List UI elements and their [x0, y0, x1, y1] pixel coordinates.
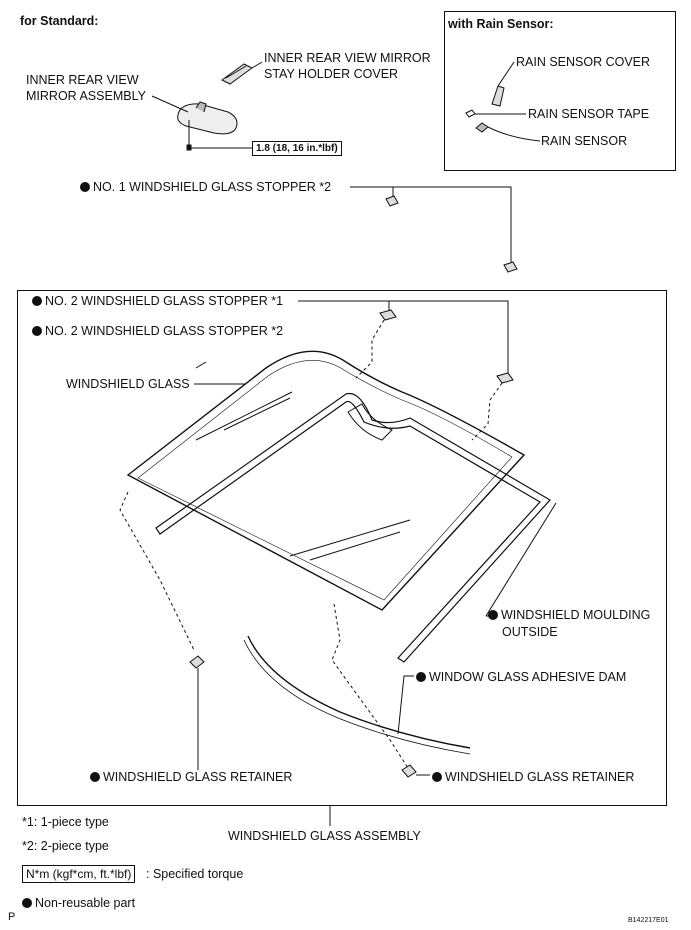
torque-value-box: 1.8 (18, 16 in.*lbf): [252, 141, 342, 156]
moulding-label-1: WINDSHIELD MOULDING: [488, 608, 650, 623]
assembly-box: [17, 290, 667, 806]
stopper-no2-b-text: NO. 2 WINDSHIELD GLASS STOPPER *2: [45, 324, 284, 338]
non-reusable-dot-icon: [416, 672, 426, 682]
non-reusable-dot-icon: [80, 182, 90, 192]
mirror-assembly-part: [151, 95, 252, 151]
windshield-moulding-part: [155, 392, 557, 663]
rain-sensor-parts: [465, 61, 541, 142]
non-reusable-dot-icon: [32, 296, 42, 306]
mirror-stay-cover-part: [221, 61, 263, 85]
stopper-no2-b-label: NO. 2 WINDSHIELD GLASS STOPPER *2: [32, 324, 283, 339]
legend-nonreusable: Non-reusable part: [22, 896, 135, 911]
retainer-right-part: [331, 603, 430, 778]
stopper-no2-a-label: NO. 2 WINDSHIELD GLASS STOPPER *1: [32, 294, 283, 309]
moulding-label-2: OUTSIDE: [502, 625, 558, 639]
stopper-no1-label: NO. 1 WINDSHIELD GLASS STOPPER *2: [80, 180, 331, 195]
stopper-no2-a-text: NO. 2 WINDSHIELD GLASS STOPPER *1: [45, 294, 284, 308]
adhesive-dam-part: [243, 635, 471, 755]
retainer-right-label: WINDSHIELD GLASS RETAINER: [432, 770, 634, 785]
windshield-glass-label: WINDSHIELD GLASS: [66, 377, 190, 391]
stopper-no2-parts: [298, 300, 514, 441]
figure-id: B142217E01: [628, 917, 669, 924]
non-reusable-dot-icon: [90, 772, 100, 782]
stopper-no1-leader: [350, 186, 518, 273]
non-reusable-dot-icon: [432, 772, 442, 782]
legend-note-1: *1: 1-piece type: [22, 815, 109, 829]
retainer-left-label: WINDSHIELD GLASS RETAINER: [90, 770, 292, 785]
legend-torque-desc: : Specified torque: [146, 867, 244, 881]
rain-sensor-tape-label: RAIN SENSOR TAPE: [528, 107, 650, 121]
retainer-right-text: WINDSHIELD GLASS RETAINER: [445, 770, 635, 784]
assembly-label: WINDSHIELD GLASS ASSEMBLY: [228, 829, 421, 843]
mirror-stay-cover-label-1: INNER REAR VIEW MIRROR: [264, 51, 431, 65]
rain-sensor-box-title: with Rain Sensor:: [448, 17, 554, 31]
retainer-left-part: [119, 491, 205, 770]
mirror-assembly-label-1: INNER REAR VIEW: [26, 73, 139, 87]
windshield-glass-part: [126, 350, 526, 611]
stopper-no1-text: NO. 1 WINDSHIELD GLASS STOPPER *2: [93, 180, 332, 194]
standard-label: for Standard:: [20, 14, 99, 28]
footer-left-mark: P: [8, 911, 16, 923]
legend-nonreusable-text: Non-reusable part: [35, 896, 136, 910]
legend-torque-box: N*m (kgf*cm, ft.*lbf): [22, 865, 136, 883]
non-reusable-dot-icon: [22, 898, 32, 908]
mirror-stay-cover-label-2: STAY HOLDER COVER: [264, 67, 399, 81]
non-reusable-dot-icon: [488, 610, 498, 620]
retainer-left-text: WINDSHIELD GLASS RETAINER: [103, 770, 293, 784]
rain-sensor-box: [444, 11, 676, 171]
rain-sensor-label: RAIN SENSOR: [541, 134, 628, 148]
legend-note-2: *2: 2-piece type: [22, 839, 109, 853]
mirror-assembly-label-2: MIRROR ASSEMBLY: [26, 89, 146, 103]
adhesive-dam-label: WINDOW GLASS ADHESIVE DAM: [416, 670, 626, 685]
moulding-text-1: WINDSHIELD MOULDING: [501, 608, 651, 622]
rain-sensor-cover-label: RAIN SENSOR COVER: [516, 55, 651, 69]
adhesive-dam-text: WINDOW GLASS ADHESIVE DAM: [429, 670, 627, 684]
non-reusable-dot-icon: [32, 326, 42, 336]
